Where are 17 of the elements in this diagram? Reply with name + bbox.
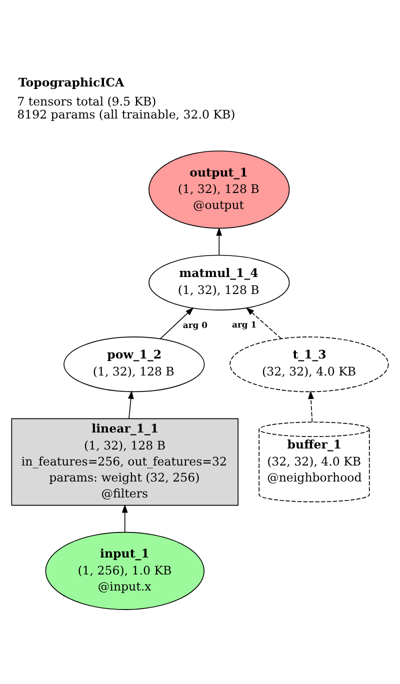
node-box: linear_1_1 (1, 32), 128 B in_features=256, out_features=32 params: weight (32, 256) @filters [11,418,238,506]
node-ellipse: pow_1_2 (1, 32), 128 B [64,336,205,392]
arrow [308,390,314,423]
node-ellipse: matmul_1_4 (1, 32), 128 B [148,254,290,310]
diagram-title: TopographicICA [18,75,124,90]
arrow [216,227,222,256]
arrow [122,504,128,532]
node-ellipse: input_1 (1, 256), 1.0 KB @input.x [45,532,204,610]
node-ellipse: t_1_3 (32, 32), 4.0 KB [230,336,389,392]
node-ellipse: output_1 (1, 32), 128 B @output [148,150,290,229]
arrow [128,390,134,419]
edge-label: arg 1 [232,320,257,330]
arrow [246,307,282,340]
edge-label: arg 0 [182,320,208,330]
label: 7 tensors total (9.5 KB) [17,94,156,109]
label: 8192 params (all trainable, 32.0 KB) [17,107,236,122]
arrow [160,307,194,340]
